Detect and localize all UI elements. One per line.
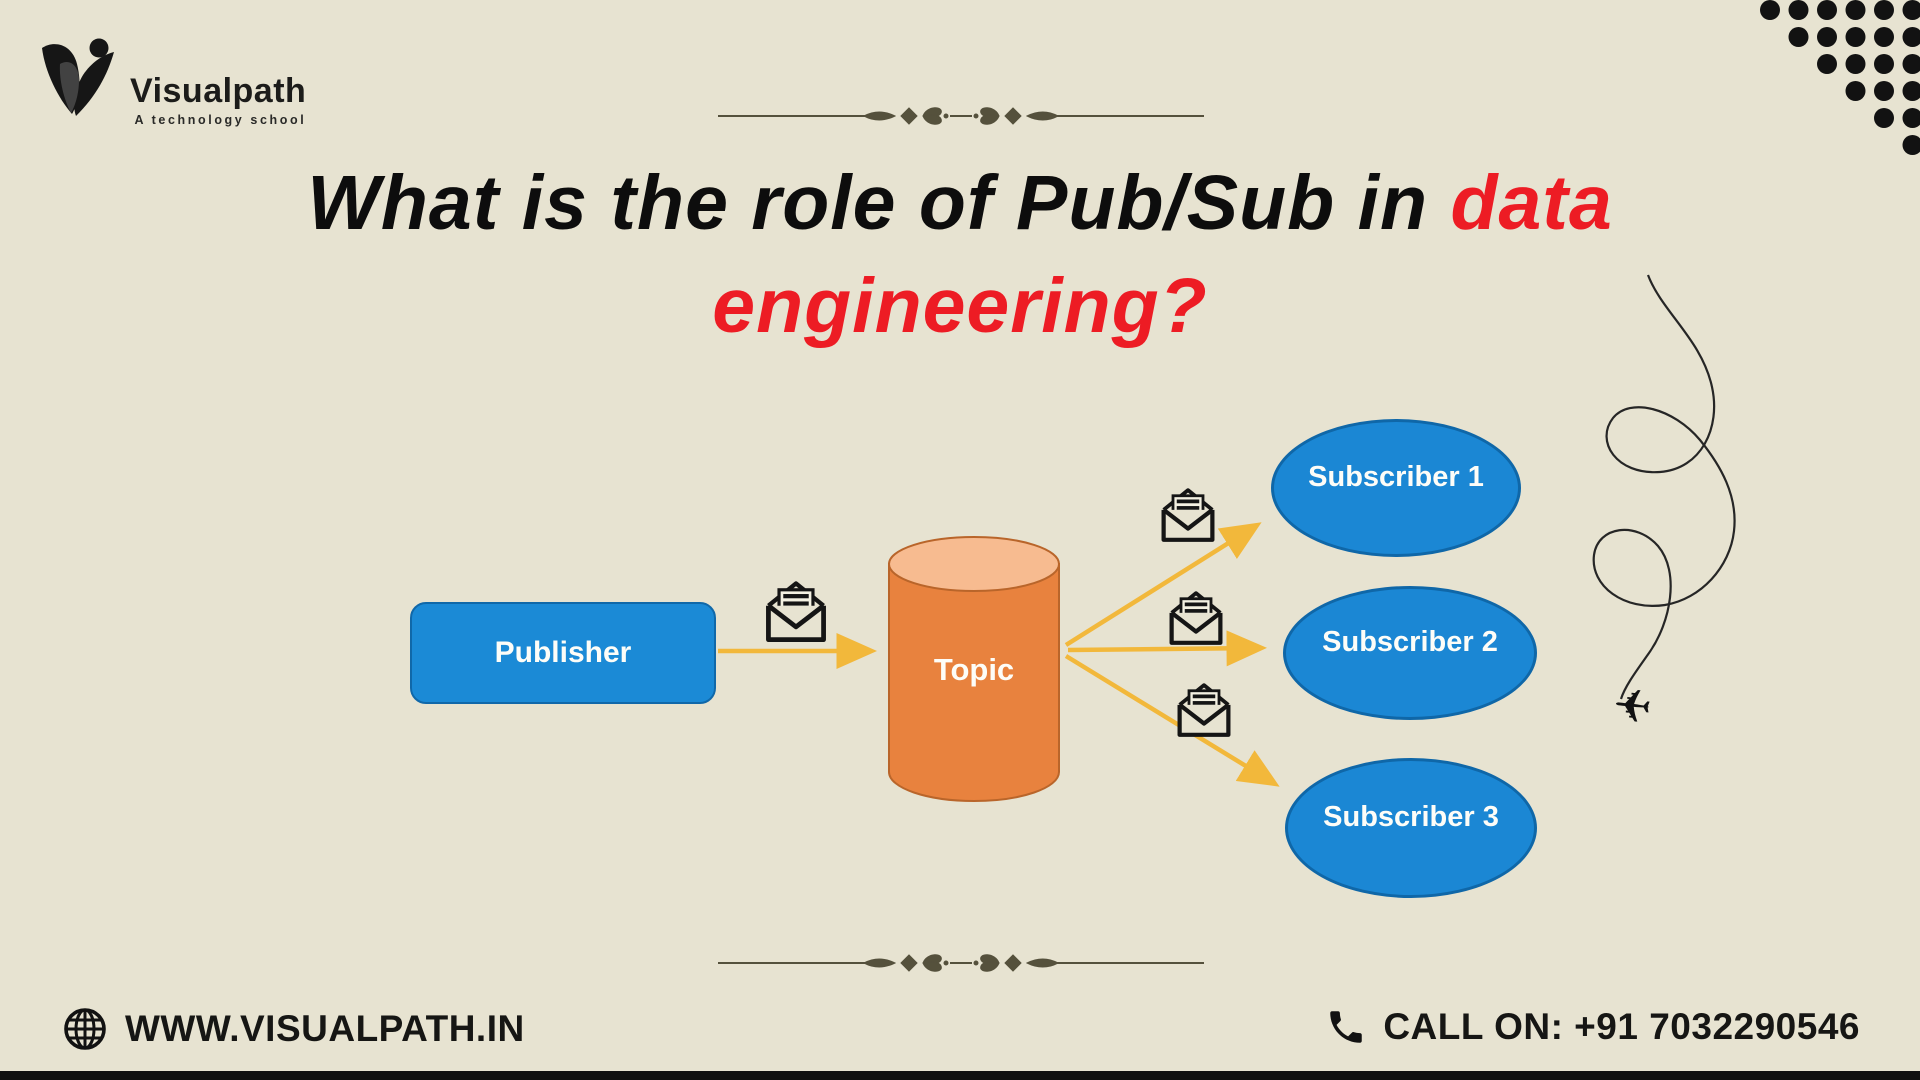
subscriber-1-label: Subscriber 1	[1308, 460, 1484, 493]
page-title: What is the role of Pub/Sub in data engi…	[0, 152, 1920, 358]
ornamental-divider-icon	[718, 107, 1204, 125]
title-line1-red: data	[1450, 160, 1613, 246]
message-envelope-icon	[1166, 586, 1226, 649]
website-url: WWW.VISUALPATH.IN	[125, 1008, 525, 1049]
title-line1-black: What is the role of Pub/Sub in	[307, 160, 1451, 246]
logo-name: Visualpath	[130, 72, 307, 110]
visualpath-logo-icon	[42, 38, 114, 116]
arrow-topic-to-subscriber2	[1067, 630, 1267, 667]
topic-node: Topic	[886, 534, 1062, 804]
subscriber-2-label: Subscriber 2	[1322, 625, 1498, 658]
publisher-node: Publisher	[410, 602, 716, 704]
call-number: CALL ON: +91 7032290546	[1383, 1006, 1860, 1047]
message-envelope-icon	[1174, 678, 1234, 741]
globe-icon	[64, 1008, 106, 1050]
arrow-topic-to-subscriber3	[1064, 654, 1280, 787]
subscriber-2-node: Subscriber 2	[1283, 586, 1537, 720]
bottom-bar	[0, 1071, 1920, 1080]
cylinder-icon	[888, 536, 1060, 803]
subscriber-1-node: Subscriber 1	[1271, 419, 1521, 557]
ornamental-divider-icon	[718, 954, 1204, 972]
message-envelope-icon	[762, 576, 830, 646]
footer-call: CALL ON: +91 7032290546	[1325, 1006, 1860, 1048]
subscriber-3-node: Subscriber 3	[1285, 758, 1537, 898]
subscriber-3-label: Subscriber 3	[1323, 800, 1499, 833]
topic-label: Topic	[933, 652, 1015, 687]
visualpath-logo: Visualpath A technology school	[38, 36, 306, 127]
dots-pattern-icon	[1760, 0, 1920, 155]
title-line-1: What is the role of Pub/Sub in data	[0, 152, 1920, 255]
title-line-2: engineering?	[712, 263, 1208, 349]
phone-icon	[1330, 1011, 1363, 1043]
publisher-label: Publisher	[494, 636, 632, 669]
logo-tagline: A technology school	[134, 113, 307, 127]
footer-website: WWW.VISUALPATH.IN	[62, 1006, 525, 1052]
airplane-icon: ✈	[1611, 677, 1655, 735]
message-envelope-icon	[1158, 483, 1218, 546]
